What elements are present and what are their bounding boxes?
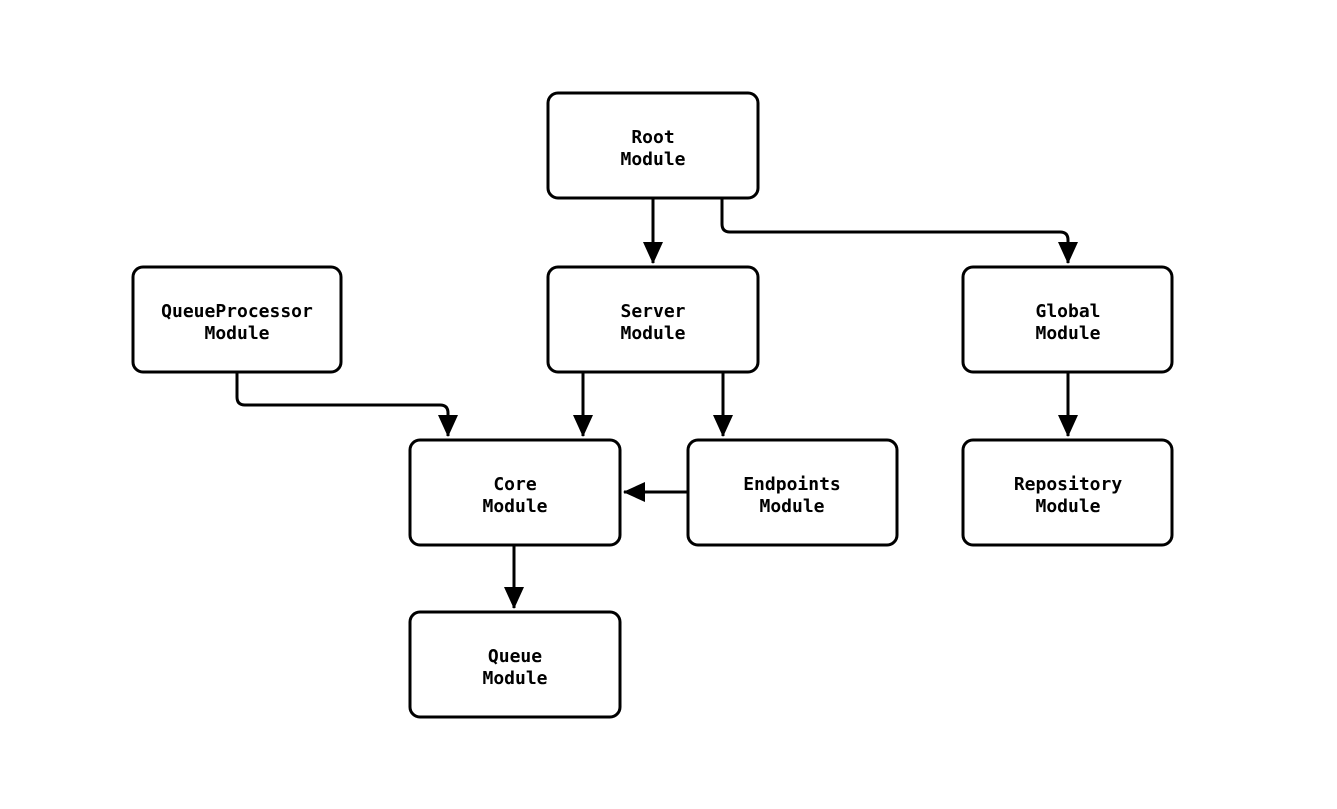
node-box — [546, 91, 760, 200]
node-box — [546, 265, 760, 374]
node-label-line1: Endpoints — [743, 474, 841, 495]
node-endpoints-module: Endpoints Module — [686, 438, 899, 547]
node-label-line2: Module — [620, 149, 685, 170]
node-queue-module: Queue Module — [408, 610, 622, 719]
node-label-line1: Global — [1035, 301, 1100, 322]
node-core-module: Core Module — [408, 438, 622, 547]
edge-queueprocessor-to-core — [235, 372, 458, 437]
node-box — [961, 438, 1174, 547]
edge-root-to-global — [720, 198, 1078, 264]
node-box — [408, 438, 622, 547]
node-server-module: Server Module — [546, 265, 760, 374]
node-label-line1: Root — [631, 127, 674, 148]
edges-layer — [235, 198, 1078, 609]
node-label-line1: Queue — [488, 646, 542, 667]
node-label-line2: Module — [482, 496, 547, 517]
node-label-line2: Module — [759, 496, 824, 517]
node-label-line2: Module — [620, 323, 685, 344]
node-global-module: Global Module — [961, 265, 1174, 374]
node-box — [408, 610, 622, 719]
node-label-line2: Module — [1035, 496, 1100, 517]
node-label-line1: Core — [493, 474, 537, 495]
node-box — [686, 438, 899, 547]
node-label-line1: Repository — [1014, 474, 1123, 495]
node-repository-module: Repository Module — [961, 438, 1174, 547]
node-box — [131, 265, 343, 374]
node-label-line1: Server — [620, 301, 685, 322]
node-root-module: Root Module — [546, 91, 760, 200]
node-label-line2: Module — [204, 323, 269, 344]
node-label-line2: Module — [482, 668, 547, 689]
node-label-line1: QueueProcessor — [161, 301, 313, 322]
node-box — [961, 265, 1174, 374]
node-queueprocessor-module: QueueProcessor Module — [131, 265, 343, 374]
node-label-line2: Module — [1035, 323, 1100, 344]
